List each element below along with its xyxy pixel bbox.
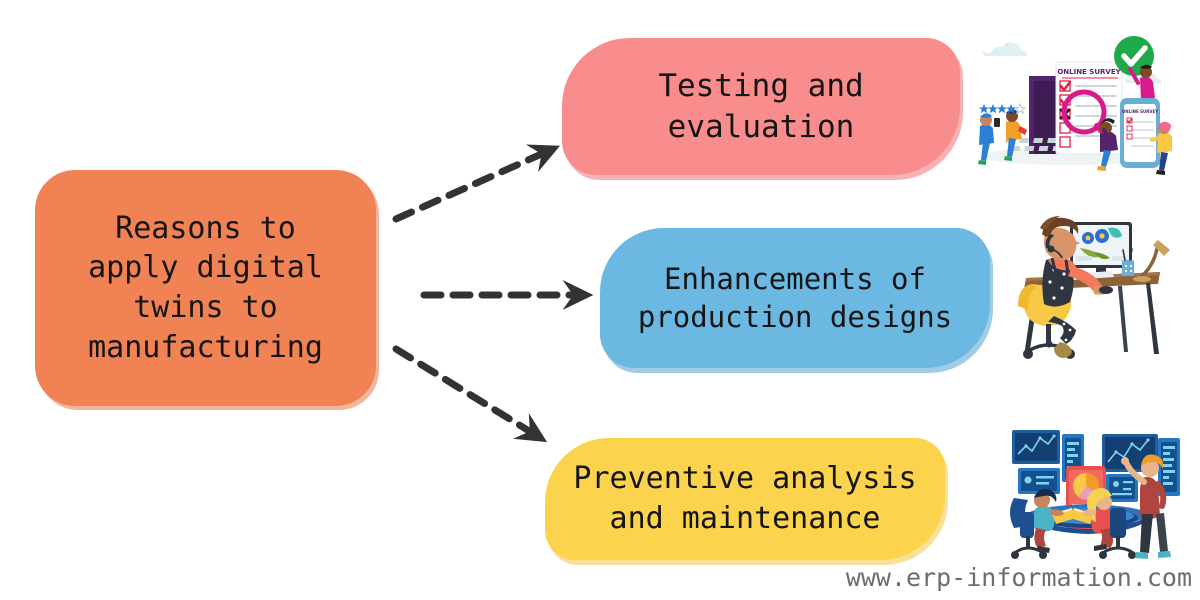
data-analytics-team-illustration [1010,430,1180,559]
svg-text:ONLINE SURVEY: ONLINE SURVEY [1122,109,1158,114]
online-survey-illustration: ONLINE SURVEY [978,36,1172,175]
woman-at-desk-computer-illustration [1018,216,1170,359]
dashed-arrow-down-right [392,345,548,443]
survey-heading-text: ONLINE SURVEY [1057,68,1121,76]
dashed-arrow-up-right [392,144,561,223]
watermark-url: www.erp-information.com [845,563,1192,592]
